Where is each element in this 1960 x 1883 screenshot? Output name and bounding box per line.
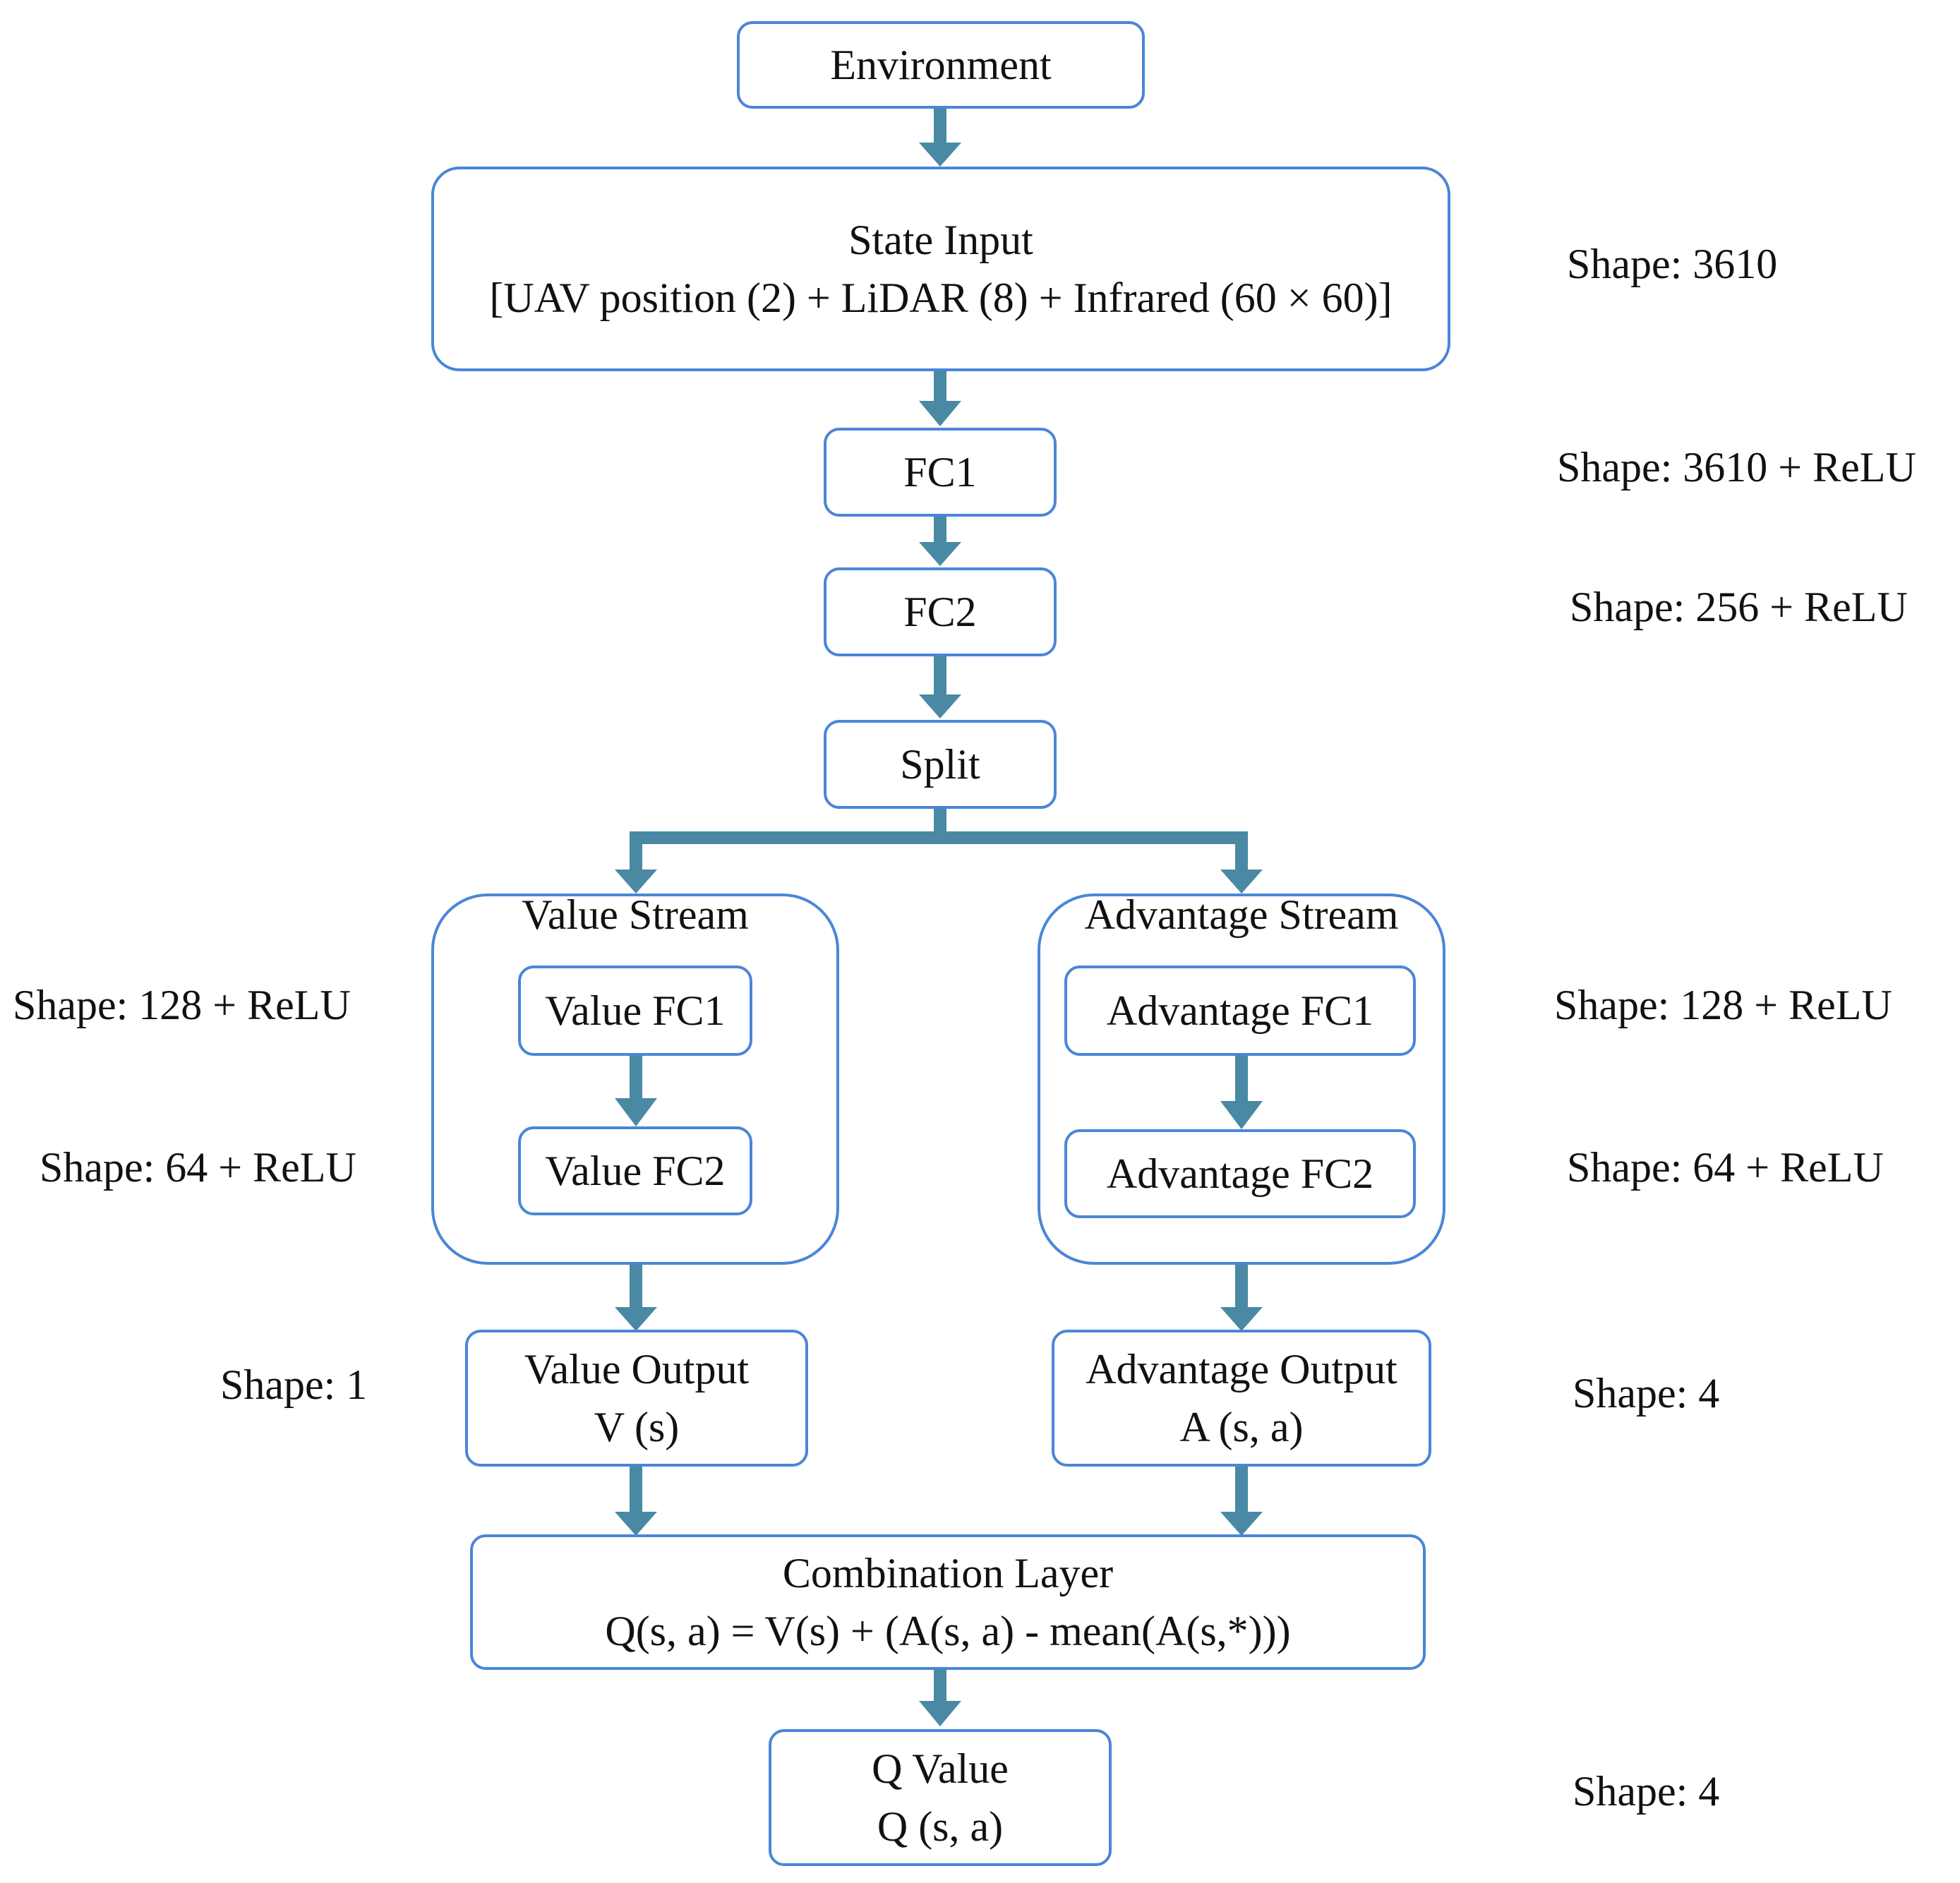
split-bar	[630, 831, 1248, 844]
arrow-vstream-to-vout-head	[615, 1307, 657, 1331]
shape-advantage-fc1: Shape: 128 + ReLU	[1554, 982, 1892, 1028]
arrow-state-to-fc1-head	[919, 401, 961, 426]
arrow-astream-to-aout	[1235, 1263, 1248, 1310]
split-left-head	[615, 870, 657, 894]
split-right-drop	[1235, 831, 1248, 872]
arrow-env-to-state	[934, 107, 946, 145]
arrow-state-to-fc1	[934, 370, 946, 404]
advantage-fc2-node: Advantage FC2	[1064, 1129, 1416, 1218]
value-output-formula: V (s)	[594, 1404, 680, 1450]
value-output-title: Value Output	[524, 1346, 750, 1392]
arrow-fc2-to-split	[934, 655, 946, 697]
shape-q-value: Shape: 4	[1573, 1768, 1720, 1815]
split-stem	[934, 807, 946, 838]
q-value-formula: Q (s, a)	[877, 1803, 1004, 1850]
arrow-astream-to-aout-head	[1220, 1307, 1263, 1331]
split-label: Split	[900, 741, 980, 788]
environment-label: Environment	[830, 42, 1052, 88]
advantage-fc2-label: Advantage FC2	[1106, 1150, 1374, 1197]
arrow-aout-to-comb	[1235, 1465, 1248, 1515]
shape-state-input: Shape: 3610	[1567, 241, 1778, 287]
advantage-fc1-node: Advantage FC1	[1064, 965, 1416, 1056]
value-stream-title: Value Stream	[522, 891, 749, 938]
split-node: Split	[824, 720, 1057, 809]
shape-value-output: Shape: 1	[220, 1361, 368, 1408]
advantage-output-title: Advantage Output	[1086, 1346, 1397, 1392]
value-fc2-label: Value FC2	[545, 1148, 726, 1194]
fc1-label: FC1	[903, 449, 977, 495]
advantage-stream-title: Advantage Stream	[1084, 891, 1399, 938]
arrow-fc2-to-split-head	[919, 694, 961, 718]
arrow-aout-to-comb-head	[1220, 1512, 1263, 1536]
arrow-afc1-to-afc2	[1235, 1054, 1248, 1104]
arrow-env-to-state-head	[919, 143, 961, 167]
arrow-afc1-to-afc2-head	[1220, 1101, 1263, 1129]
combination-title: Combination Layer	[782, 1550, 1114, 1596]
value-output-node: Value Output V (s)	[465, 1330, 808, 1467]
environment-node: Environment	[737, 21, 1145, 109]
value-fc2-node: Value FC2	[518, 1126, 752, 1215]
q-value-title: Q Value	[872, 1745, 1009, 1792]
arrow-vstream-to-vout	[630, 1263, 642, 1310]
value-stream-group	[431, 894, 839, 1265]
shape-fc1: Shape: 3610 + ReLU	[1557, 444, 1916, 491]
fc2-node: FC2	[824, 567, 1057, 656]
shape-value-fc1: Shape: 128 + ReLU	[13, 982, 351, 1028]
arrow-vfc1-to-vfc2	[630, 1054, 642, 1101]
arrow-vout-to-comb-head	[615, 1512, 657, 1536]
arrow-fc1-to-fc2	[934, 515, 946, 545]
state-input-node: State Input [UAV position (2) + LiDAR (8…	[431, 167, 1450, 371]
advantage-output-formula: A (s, a)	[1179, 1404, 1304, 1450]
arrow-vout-to-comb	[630, 1465, 642, 1515]
advantage-fc1-label: Advantage FC1	[1106, 987, 1374, 1034]
arrow-fc1-to-fc2-head	[919, 542, 961, 566]
state-input-title: State Input	[848, 217, 1033, 263]
advantage-output-node: Advantage Output A (s, a)	[1052, 1330, 1431, 1467]
fc2-label: FC2	[903, 589, 977, 635]
combination-formula: Q(s, a) = V(s) + (A(s, a) - mean(A(s,*))…	[605, 1608, 1291, 1654]
combination-layer-node: Combination Layer Q(s, a) = V(s) + (A(s,…	[470, 1534, 1426, 1670]
shape-value-fc2: Shape: 64 + ReLU	[40, 1144, 356, 1191]
advantage-stream-group	[1038, 894, 1445, 1265]
value-fc1-label: Value FC1	[545, 987, 726, 1034]
q-value-node: Q Value Q (s, a)	[769, 1729, 1112, 1866]
shape-advantage-fc2: Shape: 64 + ReLU	[1567, 1144, 1884, 1191]
arrow-comb-to-q	[934, 1668, 946, 1704]
arrow-comb-to-q-head	[919, 1701, 961, 1726]
split-left-drop	[630, 831, 642, 872]
arrow-vfc1-to-vfc2-head	[615, 1098, 657, 1126]
state-input-detail: [UAV position (2) + LiDAR (8) + Infrared…	[489, 275, 1393, 321]
fc1-node: FC1	[824, 428, 1057, 517]
shape-fc2: Shape: 256 + ReLU	[1570, 584, 1908, 630]
split-right-head	[1220, 870, 1263, 894]
value-fc1-node: Value FC1	[518, 965, 752, 1056]
shape-advantage-output: Shape: 4	[1573, 1370, 1720, 1416]
